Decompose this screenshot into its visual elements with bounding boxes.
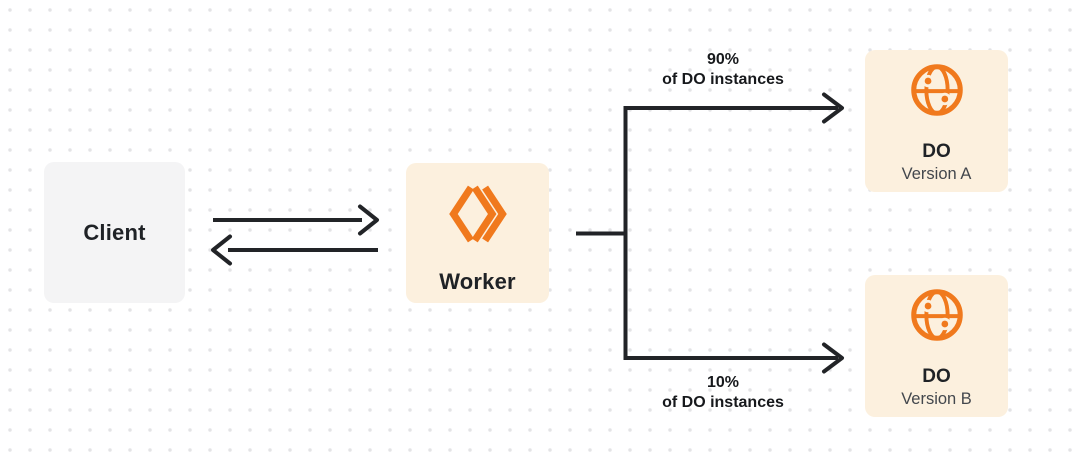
edge-percent-text: 90% — [706, 51, 740, 68]
edge-label-90-percent: 90% of DO instances — [618, 50, 828, 90]
node-do-version-a: DO Version A — [865, 50, 1008, 192]
workers-double-chevron-icon — [447, 183, 509, 245]
arrowhead-left-icon — [211, 234, 232, 266]
edge-label-10-percent: 10% of DO instances — [618, 373, 828, 413]
arrowhead-right-icon — [358, 204, 379, 236]
edge-caption-text: of DO instances — [662, 71, 784, 88]
globe-icon — [909, 62, 965, 118]
globe-icon — [909, 287, 965, 343]
node-client: Client — [44, 162, 185, 303]
arrowhead-do-a-icon — [822, 92, 844, 124]
edge-caption-text: of DO instances — [662, 394, 784, 411]
do-b-subtitle: Version B — [901, 390, 972, 408]
do-a-subtitle: Version A — [901, 165, 972, 183]
client-label: Client — [83, 219, 146, 245]
worker-label: Worker — [439, 269, 516, 294]
node-do-version-b: DO Version B — [865, 275, 1008, 417]
node-worker: Worker — [406, 163, 549, 303]
split-bracket — [623, 106, 838, 360]
arrowhead-do-b-icon — [822, 342, 844, 374]
edge-percent-text: 10% — [706, 374, 740, 391]
do-b-title: DO — [922, 366, 951, 387]
do-a-title: DO — [922, 141, 951, 162]
